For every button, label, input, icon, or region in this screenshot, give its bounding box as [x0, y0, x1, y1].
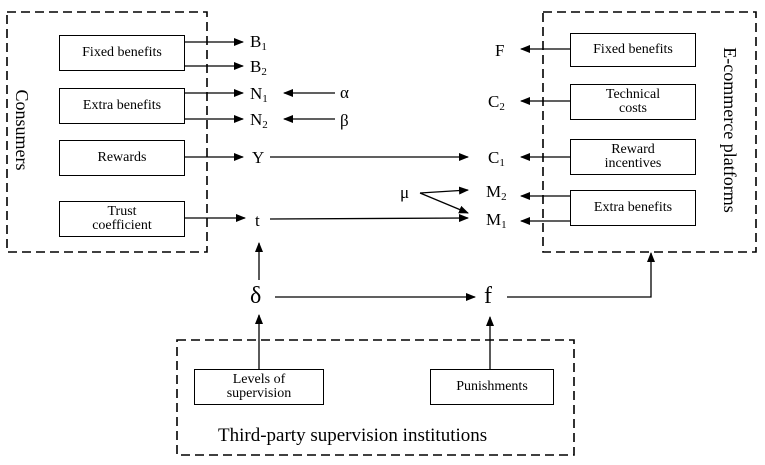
- var-c2: C2: [488, 92, 505, 113]
- var-b1: B1: [250, 32, 267, 53]
- platform-technical-costs-label-2: costs: [619, 101, 647, 116]
- platforms-group-border: [542, 11, 757, 253]
- arrow-f-to-platforms: [507, 252, 655, 298]
- levels-of-supervision-label-1: Levels of: [232, 372, 286, 387]
- platform-fixed-benefits-box: Fixed benefits: [570, 33, 696, 67]
- arrow-mu-to-m2: [419, 186, 469, 195]
- var-mu: μ: [400, 183, 410, 202]
- platform-reward-incentives-box: Reward incentives: [570, 139, 696, 175]
- arrow-t-to-m1: [269, 214, 469, 223]
- consumer-extra-benefits-box: Extra benefits: [59, 88, 185, 124]
- var-n2: N2: [250, 110, 268, 131]
- consumer-rewards-box: Rewards: [59, 140, 185, 176]
- punishments-label: Punishments: [456, 379, 528, 394]
- platform-technical-costs-box: Technical costs: [570, 84, 696, 120]
- levels-of-supervision-box: Levels of supervision: [194, 369, 324, 405]
- var-n1: N1: [250, 84, 268, 105]
- var-y: Y: [252, 148, 265, 167]
- consumers-group-border: [6, 11, 208, 253]
- var-f: f: [484, 283, 492, 309]
- consumer-fixed-benefits-label: Fixed benefits: [82, 45, 162, 60]
- arrow-mu-to-m1: [419, 192, 469, 214]
- platform-technical-costs-label-1: Technical: [605, 87, 661, 102]
- platform-extra-benefits-box: Extra benefits: [570, 190, 696, 226]
- var-b2: B2: [250, 57, 267, 78]
- consumer-fixed-benefits-box: Fixed benefits: [59, 35, 185, 71]
- consumer-trust-label-1: Trust: [107, 204, 137, 219]
- supervision-group-border: [176, 339, 575, 456]
- platforms-group-label: E-commerce platforms: [720, 47, 740, 213]
- consumer-trust-label-2: coefficient: [92, 218, 152, 233]
- var-t: t: [255, 211, 260, 230]
- var-m2: M2: [486, 182, 507, 203]
- platform-fixed-benefits-label: Fixed benefits: [593, 42, 673, 57]
- consumers-group-label: Consumers: [12, 89, 32, 171]
- platform-reward-incentives-label-1: Reward: [611, 142, 655, 157]
- var-m1: M1: [486, 210, 507, 231]
- var-delta: δ: [250, 283, 262, 309]
- platform-reward-incentives-label-2: incentives: [604, 156, 662, 171]
- consumer-extra-benefits-label: Extra benefits: [82, 98, 162, 113]
- supervision-group-label: Third-party supervision institutions: [218, 425, 488, 446]
- var-f-platform: F: [495, 41, 505, 60]
- consumer-rewards-label: Rewards: [97, 150, 147, 165]
- platform-extra-benefits-label: Extra benefits: [593, 200, 673, 215]
- var-beta: β: [340, 111, 349, 130]
- consumer-trust-box: Trust coefficient: [59, 201, 185, 237]
- levels-of-supervision-label-2: supervision: [226, 386, 292, 401]
- var-alpha: α: [340, 83, 349, 102]
- var-c1: C1: [488, 148, 505, 169]
- punishments-box: Punishments: [430, 369, 554, 405]
